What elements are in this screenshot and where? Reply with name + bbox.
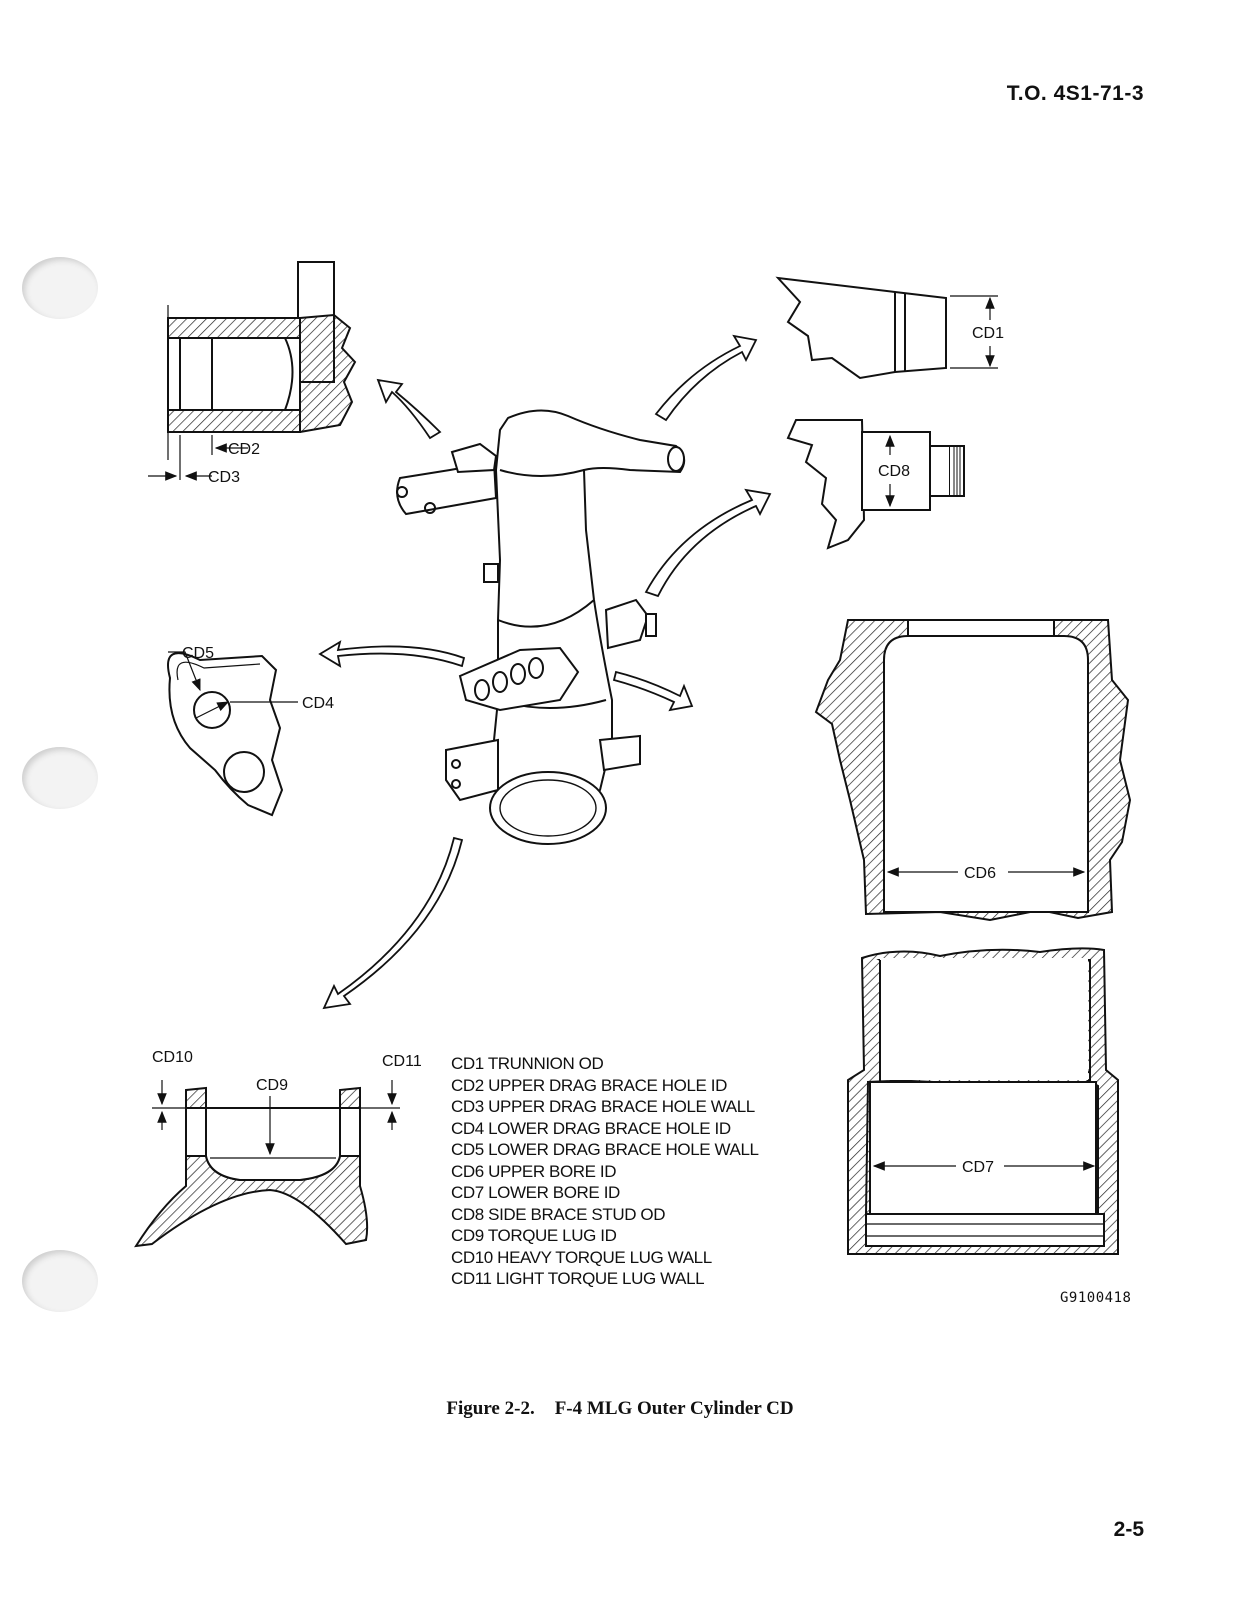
legend-item: CD11 LIGHT TORQUE LUG WALL <box>451 1269 705 1288</box>
outer-cylinder-main <box>396 409 686 845</box>
legend-item: CD2 UPPER DRAG BRACE HOLE ID <box>451 1075 727 1095</box>
legend-item: CD4 LOWER DRAG BRACE HOLE ID <box>451 1118 731 1138</box>
figure-number: Figure 2-2. <box>446 1398 535 1419</box>
callout-cd6: CD6 <box>964 865 996 882</box>
callout-cd10: CD10 <box>152 1049 193 1066</box>
callout-cd9: CD9 <box>256 1077 288 1094</box>
document-number: T.O. 4S1-71-3 <box>1006 82 1144 105</box>
legend-item: CD5 LOWER DRAG BRACE HOLE WALL <box>451 1140 759 1159</box>
legend-item: CD6 UPPER BORE ID <box>451 1161 617 1181</box>
legend-item: CD1 TRUNNION OD <box>451 1054 604 1073</box>
callout-cd2: CD2 <box>228 441 260 458</box>
page-number: 2-5 <box>1113 1518 1144 1541</box>
callout-cd11: CD11 <box>382 1053 422 1070</box>
callout-arrows <box>318 334 772 1010</box>
callout-cd7: CD7 <box>962 1159 994 1176</box>
drawing-id: G9100418 <box>1060 1290 1132 1306</box>
binder-hole <box>22 1250 98 1312</box>
callout-cd5: CD5 <box>182 645 214 662</box>
callout-legend: CD1 TRUNNION OD CD2 UPPER DRAG BRACE HOL… <box>451 1053 759 1290</box>
figure-caption: Figure 2-2. F-4 MLG Outer Cylinder CD <box>0 1398 1240 1420</box>
lower-drag-brace-detail <box>167 651 298 817</box>
legend-item: CD9 TORQUE LUG ID <box>451 1226 617 1245</box>
trunnion-detail <box>775 276 998 380</box>
upper-bore-section <box>814 619 1132 922</box>
binder-hole <box>22 257 98 319</box>
side-brace-stud-detail <box>786 419 965 550</box>
figure-title: F-4 MLG Outer Cylinder CD <box>554 1398 794 1419</box>
legend-item: CD3 UPPER DRAG BRACE HOLE WALL <box>451 1097 755 1116</box>
binder-hole <box>22 747 98 809</box>
callout-cd8: CD8 <box>878 463 910 480</box>
torque-lug-detail <box>134 1080 400 1248</box>
lower-bore-section <box>847 947 1119 1255</box>
callout-cd3: CD3 <box>208 469 240 486</box>
legend-item: CD10 HEAVY TORQUE LUG WALL <box>451 1247 712 1267</box>
legend-item: CD7 LOWER BORE ID <box>451 1183 620 1202</box>
upper-drag-brace-detail <box>148 261 357 481</box>
callout-cd1: CD1 <box>972 325 1004 342</box>
callout-cd4: CD4 <box>302 695 334 712</box>
legend-item: CD8 SIDE BRACE STUD OD <box>451 1204 666 1224</box>
